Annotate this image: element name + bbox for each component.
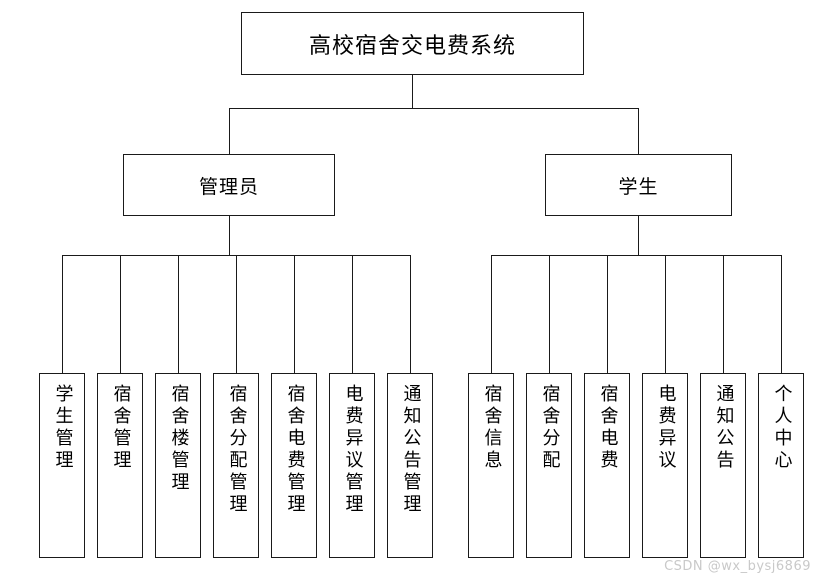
leaf-node-admin-3: 宿舍楼管理	[155, 373, 201, 558]
leaf-node-admin-1-label: 学生管理	[52, 384, 74, 472]
leaf-node-student-1-label: 宿舍信息	[481, 384, 503, 472]
connector-drop-student	[638, 108, 639, 154]
leaf-node-student-6-label: 个人中心	[771, 384, 793, 472]
leaf-node-admin-7: 通知公告管理	[387, 373, 433, 558]
connector-student-drop-2	[549, 255, 550, 373]
leaf-node-student-6: 个人中心	[758, 373, 804, 558]
connector-admin-drop-1	[62, 255, 63, 373]
connector-admin-drop-3	[178, 255, 179, 373]
leaf-node-student-1: 宿舍信息	[468, 373, 514, 558]
leaf-node-student-2-label: 宿舍分配	[539, 384, 561, 472]
branch-node-student: 学生	[545, 154, 732, 216]
leaf-node-admin-4-label: 宿舍分配管理	[226, 384, 248, 516]
leaf-node-admin-5: 宿舍电费管理	[271, 373, 317, 558]
connector-admin-drop-7	[410, 255, 411, 373]
connector-drop-admin	[229, 108, 230, 154]
leaf-node-admin-6-label: 电费异议管理	[342, 384, 364, 516]
leaf-node-admin-7-label: 通知公告管理	[400, 384, 422, 516]
connector-student-drop-1	[491, 255, 492, 373]
leaf-node-student-5-label: 通知公告	[713, 384, 735, 472]
leaf-node-student-4-label: 电费异议	[655, 384, 677, 472]
leaf-node-admin-6: 电费异议管理	[329, 373, 375, 558]
connector-admin-drop-4	[236, 255, 237, 373]
branch-node-admin-label: 管理员	[198, 175, 259, 198]
root-node-label: 高校宿舍交电费系统	[308, 33, 516, 59]
branch-node-student-label: 学生	[618, 175, 659, 198]
leaf-node-admin-3-label: 宿舍楼管理	[168, 384, 190, 494]
connector-student-stem	[638, 216, 639, 256]
branch-node-admin: 管理员	[123, 154, 335, 216]
connector-student-drop-6	[781, 255, 782, 373]
leaf-node-student-3: 宿舍电费	[584, 373, 630, 558]
leaf-node-student-5: 通知公告	[700, 373, 746, 558]
connector-level1-bus	[229, 108, 639, 109]
root-node-system: 高校宿舍交电费系统	[241, 12, 584, 75]
connector-root-stem	[412, 75, 413, 109]
watermark-text: CSDN @wx_bysj6869	[664, 559, 811, 574]
leaf-node-admin-4: 宿舍分配管理	[213, 373, 259, 558]
connector-admin-drop-5	[294, 255, 295, 373]
leaf-node-admin-5-label: 宿舍电费管理	[284, 384, 306, 516]
connector-student-bus	[491, 255, 781, 256]
connector-admin-drop-6	[352, 255, 353, 373]
connector-admin-stem	[229, 216, 230, 256]
connector-student-drop-4	[665, 255, 666, 373]
leaf-node-student-2: 宿舍分配	[526, 373, 572, 558]
connector-admin-drop-2	[120, 255, 121, 373]
leaf-node-student-3-label: 宿舍电费	[597, 384, 619, 472]
connector-student-drop-3	[607, 255, 608, 373]
leaf-node-admin-2-label: 宿舍管理	[110, 384, 132, 472]
leaf-node-admin-1: 学生管理	[39, 373, 85, 558]
connector-student-drop-5	[723, 255, 724, 373]
leaf-node-admin-2: 宿舍管理	[97, 373, 143, 558]
leaf-node-student-4: 电费异议	[642, 373, 688, 558]
